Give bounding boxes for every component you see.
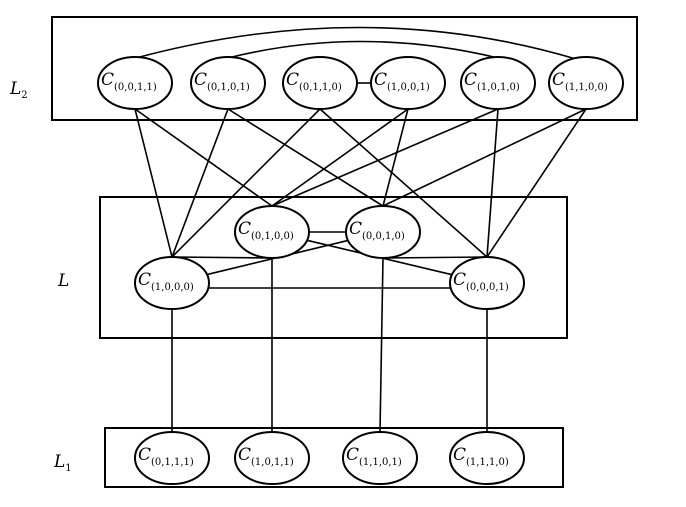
node-label: C(0,0,1,1) [101, 70, 157, 93]
edge-0010-0001 [382, 256, 488, 259]
node-ellipse [190, 56, 266, 110]
edge-0110-1000 [171, 108, 321, 258]
node-c-0110: C(0,1,1,0) [282, 56, 358, 110]
edge-1010-0001 [486, 108, 499, 258]
node-label: C(1,0,1,1) [238, 445, 294, 468]
edge-0101-1010 [227, 40, 499, 59]
node-c-1110: C(1,1,1,0) [449, 431, 525, 485]
node-label: C(1,1,1,0) [453, 445, 509, 468]
node-label: C(0,1,0,0) [238, 219, 294, 242]
node-ellipse [134, 431, 210, 485]
edge-0101-1000 [171, 108, 229, 258]
node-ellipse [449, 431, 525, 485]
edge-0011-0100 [134, 108, 273, 207]
node-label: C(0,1,1,1) [138, 445, 194, 468]
edge-0101-0010 [227, 108, 384, 207]
node-c-1011: C(1,0,1,1) [234, 431, 310, 485]
node-ellipse [134, 256, 210, 310]
node-c-0010: C(0,0,1,0) [345, 205, 421, 259]
node-c-1001: C(1,0,0,1) [370, 56, 446, 110]
node-c-0001: C(0,0,0,1) [449, 256, 525, 310]
node-label: C(0,1,0,1) [194, 70, 250, 93]
edge-0011-1100 [124, 26, 577, 62]
layer-label-l1: L1 [53, 452, 72, 474]
node-c-1000: C(1,0,0,0) [134, 256, 210, 310]
layer-label-l2: L2 [9, 79, 28, 101]
node-c-1010: C(1,0,1,0) [460, 56, 536, 110]
edge-1100-0010 [382, 108, 587, 207]
edge-1010-0100 [271, 108, 499, 207]
node-c-1101: C(1,1,0,1) [342, 431, 418, 485]
edges [124, 26, 587, 433]
node-ellipse [548, 56, 624, 110]
edge-0110-0001 [319, 108, 488, 258]
node-label: C(1,1,0,0) [552, 70, 608, 93]
node-label: C(1,0,1,0) [464, 70, 520, 93]
node-label: C(0,0,1,0) [349, 219, 405, 242]
node-label: C(0,0,0,1) [453, 270, 509, 293]
layer-box-l1 [104, 427, 564, 488]
node-label: C(0,1,1,0) [286, 70, 342, 93]
node-ellipse [345, 205, 421, 259]
layer-box-l2 [51, 16, 638, 121]
node-c-1100: C(1,1,0,0) [548, 56, 624, 110]
edge-1001-0100 [271, 108, 409, 207]
layer-box-l [99, 196, 568, 339]
node-ellipse [282, 56, 358, 110]
node-ellipse [234, 431, 310, 485]
node-ellipse [97, 56, 173, 110]
node-ellipse [449, 256, 525, 310]
layer-label-l: L [57, 271, 69, 291]
node-c-0111: C(0,1,1,1) [134, 431, 210, 485]
node-c-0101: C(0,1,0,1) [190, 56, 266, 110]
node-c-0100: C(0,1,0,0) [234, 205, 310, 259]
node-label: C(1,1,0,1) [346, 445, 402, 468]
node-ellipse [370, 56, 446, 110]
node-ellipse [234, 205, 310, 259]
node-label: C(1,0,0,1) [374, 70, 430, 93]
edge-1000-0100 [171, 256, 273, 259]
edge-1001-0010 [382, 108, 409, 207]
node-ellipse [342, 431, 418, 485]
edge-0010-1101 [379, 257, 384, 433]
edge-1100-0001 [486, 108, 587, 258]
node-label: C(1,0,0,0) [138, 270, 194, 293]
node-ellipse [460, 56, 536, 110]
edge-0011-1000 [134, 108, 173, 258]
node-c-0011: C(0,0,1,1) [97, 56, 173, 110]
